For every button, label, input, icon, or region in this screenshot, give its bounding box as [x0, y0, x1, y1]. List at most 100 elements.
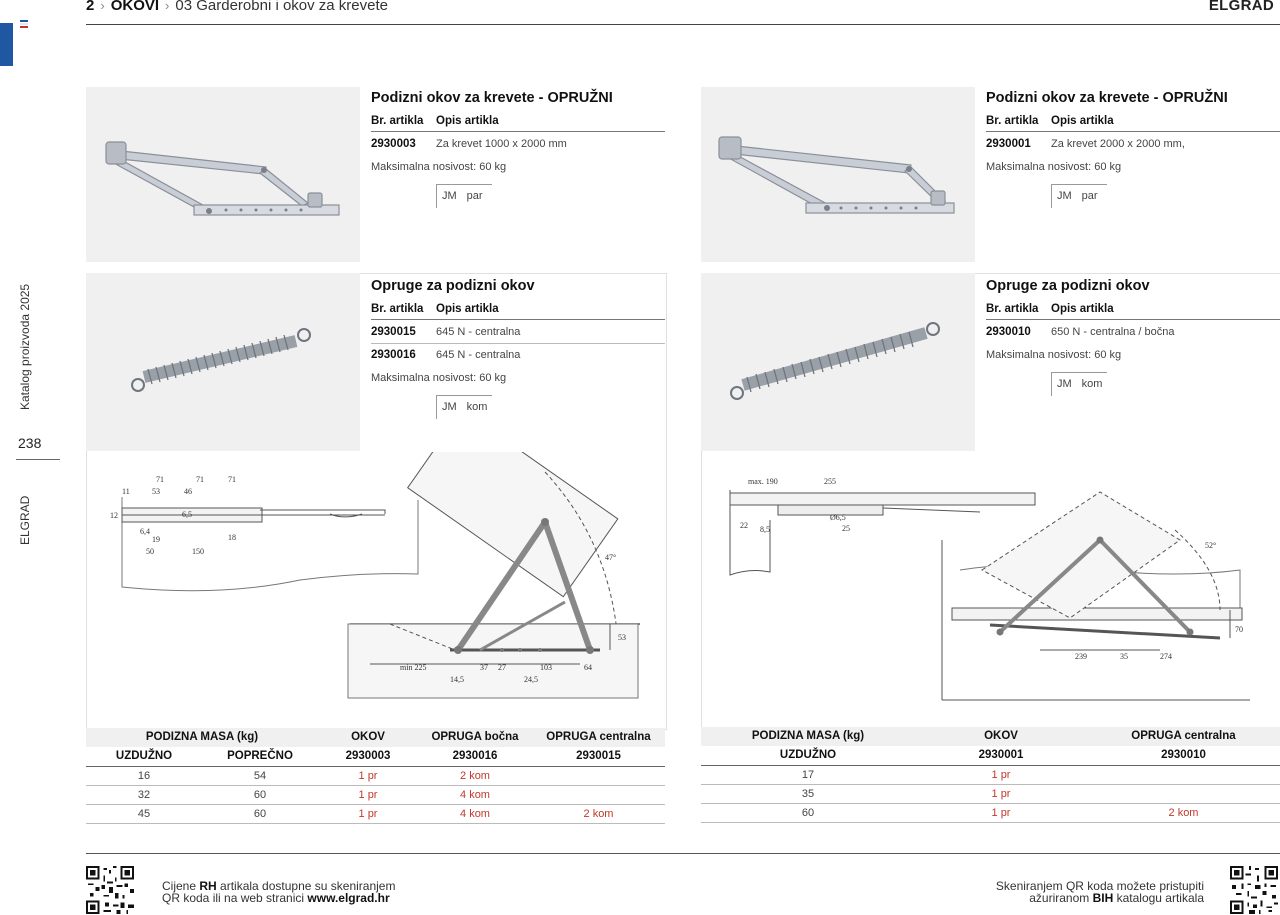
col-header-centralna: OPRUGA centralna [1131, 730, 1236, 742]
technical-drawing-right: max. 190 255 Ø6,5 25 22 8,5 52° 239 35 2… [729, 477, 1250, 701]
unit-label: JM [1057, 190, 1072, 202]
product-title: Podizni okov za krevete - OPRUŽNI [986, 90, 1228, 106]
table-header-divider [371, 131, 665, 132]
footer-right-bih: BIH [1092, 891, 1114, 905]
angle-label: 52° [1205, 541, 1216, 550]
dim-top: 71 [228, 475, 236, 484]
table-divider [86, 766, 665, 767]
table-row-divider [701, 803, 1280, 804]
article-code[interactable]: 2930001 [986, 138, 1031, 150]
unit-value: par [466, 190, 483, 202]
cell-okov: 1 pr [991, 788, 1011, 800]
unit-label: JM [442, 190, 457, 202]
col-header-code: Br. artikla [371, 303, 424, 315]
subheader-poprecno: POPREČNO [227, 750, 293, 762]
subheader-bocna-code: 2930016 [452, 750, 498, 762]
chevron-right-icon: › [165, 0, 170, 13]
table-header-divider [986, 319, 1280, 320]
footer-right-text: katalogu artikala [1113, 891, 1204, 905]
spec-table-left: PODIZNA MASA (kg) OKOV OPRUGA bočna OPRU… [86, 728, 665, 824]
dim-bottom: 37 [480, 663, 488, 672]
footer-left-text: QR koda ili na web stranici [162, 891, 308, 905]
table-row-divider [371, 343, 665, 344]
table-row-divider [86, 785, 665, 786]
breadcrumb-section-number[interactable]: 2 [86, 0, 95, 14]
article-code[interactable]: 2930003 [371, 138, 416, 150]
unit-value: kom [1081, 378, 1103, 390]
unit-box: JM par [436, 184, 492, 208]
article-desc: Za krevet 1000 x 2000 mm [436, 138, 567, 150]
article-code[interactable]: 2930016 [371, 349, 416, 361]
col-header-desc: Opis artikla [1051, 115, 1114, 127]
cell-okov: 1 pr [358, 770, 378, 782]
spring-illustration [730, 322, 940, 400]
spec-table-right: PODIZNA MASA (kg) OKOV OPRUGA centralna … [701, 727, 1280, 823]
dim-bottom: 70 [1235, 625, 1243, 634]
dim-top: 25 [842, 524, 850, 533]
col-header-okov: OKOV [351, 731, 385, 743]
unit-box: JM par [1051, 184, 1107, 208]
max-load-note: Maksimalna nosivost: 60 kg [371, 372, 507, 384]
unit-label: JM [442, 401, 457, 413]
qr-code-icon[interactable] [1230, 866, 1278, 914]
dim-top: 11 [122, 487, 130, 496]
footer-right-text: Skeniranjem QR koda možete pristupiti [995, 879, 1204, 893]
col-header-group: PODIZNA MASA (kg) [145, 731, 259, 743]
breadcrumb-subsection-number: 03 [175, 0, 193, 14]
cell-okov: 1 pr [991, 769, 1011, 781]
website-link[interactable]: www.elgrad.hr [307, 891, 390, 905]
product-title: Opruge za podizni okov [371, 278, 535, 294]
dim-side: 22 [740, 521, 748, 530]
bed-lift-mechanism-illustration [105, 141, 340, 216]
qr-code-icon[interactable] [86, 866, 134, 914]
footer-text-right: Skeniranjem QR koda možete pristupiti až… [996, 880, 1204, 904]
dim-side: 150 [192, 547, 204, 556]
col-header-okov: OKOV [984, 730, 1018, 742]
table-header-divider [371, 319, 665, 320]
article-code[interactable]: 2930010 [986, 326, 1031, 338]
dim-bottom: 274 [1160, 652, 1172, 661]
brand-vertical: ELGRAD [18, 495, 32, 545]
table-divider [701, 765, 1280, 766]
footer-text-left: Cijene RH artikala dostupne su skeniranj… [162, 880, 395, 904]
product-photo-bed-lift-1000 [86, 87, 360, 262]
chevron-right-icon: › [100, 0, 105, 13]
cell-bocna: 2 kom [460, 770, 490, 782]
footer-left-text: Cijene [162, 879, 200, 893]
article-desc: 645 N - centralna [436, 349, 521, 361]
cell-uzduzno: 17 [801, 769, 815, 781]
catalog-label-vertical: Katalog proizvoda 2025 [18, 283, 32, 410]
dim-side: 19 [152, 535, 160, 544]
table-row-divider [86, 804, 665, 805]
breadcrumb: 2 › OKOVI › 03 Garderobni i okov za krevete [86, 0, 388, 14]
product-title: Podizni okov za krevete - OPRUŽNI [371, 90, 613, 106]
article-desc: Za krevet 2000 x 2000 mm, [1051, 138, 1185, 150]
product-title: Opruge za podizni okov [986, 278, 1150, 294]
cell-poprecno: 60 [253, 808, 267, 820]
cell-bocna: 4 kom [460, 808, 490, 820]
breadcrumb-okovi[interactable]: OKOVI [110, 0, 160, 14]
subheader-okov-code: 2930001 [978, 749, 1024, 761]
unit-value: par [1081, 190, 1098, 202]
cell-centralna: 2 kom [1168, 807, 1199, 819]
cell-okov: 1 pr [991, 807, 1011, 819]
header-divider [86, 24, 1280, 25]
col-header-centralna: OPRUGA centralna [546, 731, 651, 743]
brand-logo-text: ELGRAD [1208, 0, 1274, 14]
dim-bottom: 24,5 [524, 675, 538, 684]
cell-uzduzno: 32 [137, 789, 151, 801]
dim-top: 71 [156, 475, 164, 484]
dim-side: 8,5 [760, 525, 770, 534]
technical-drawing-left: 71 71 71 11 53 46 6,5 12 6,4 19 18 50 15… [110, 452, 640, 699]
cell-centralna: 2 kom [583, 808, 614, 820]
table-header-band [86, 728, 665, 747]
article-code[interactable]: 2930015 [371, 326, 416, 338]
article-desc: 645 N - centralna [436, 326, 521, 338]
col-header-code: Br. artikla [371, 115, 424, 127]
breadcrumb-subsection-title[interactable]: Garderobni i okov za krevete [196, 0, 388, 14]
dim-side: 6,4 [140, 527, 150, 536]
dim-bottom: 35 [1120, 652, 1128, 661]
footer-left-text: artikala dostupne su skeniranjem [216, 879, 396, 893]
dim-top: 255 [824, 477, 836, 486]
